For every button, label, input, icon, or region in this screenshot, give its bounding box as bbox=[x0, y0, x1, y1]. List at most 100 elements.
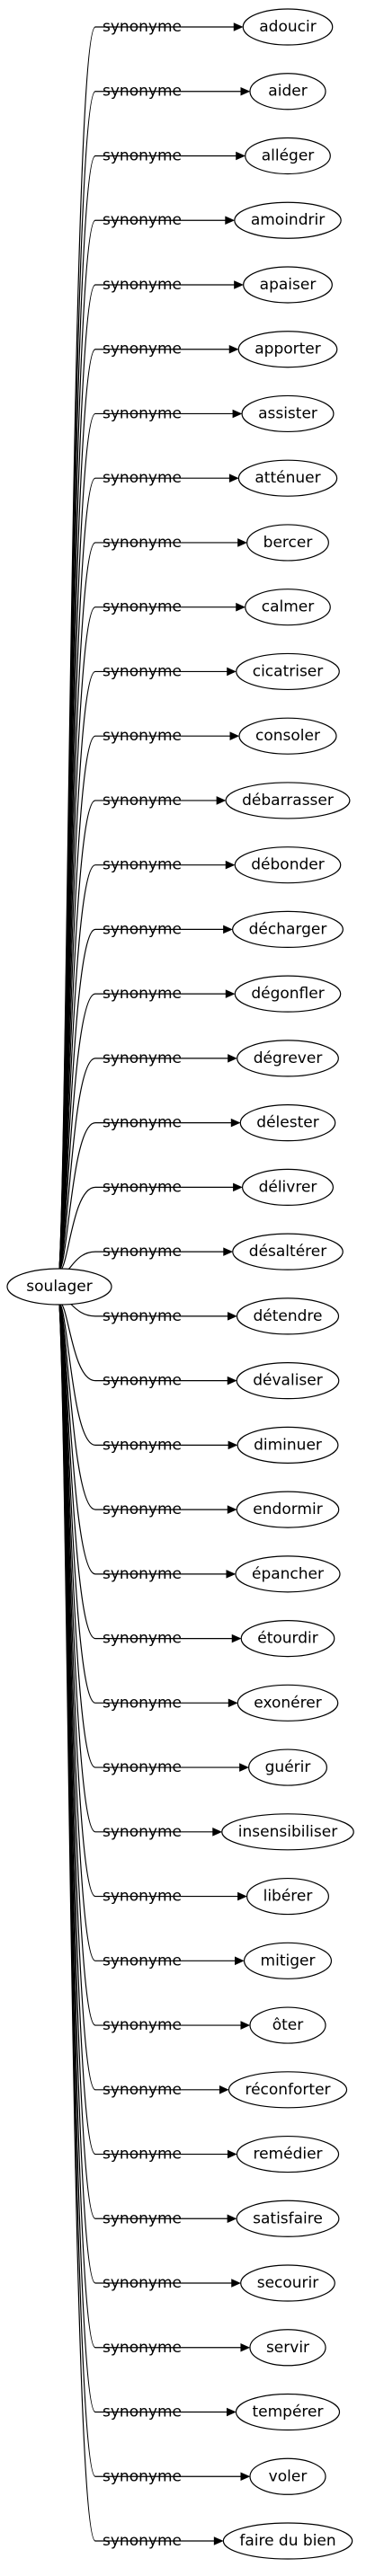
edge-24 bbox=[58, 1302, 227, 1575]
edge-label-11: synonyme bbox=[103, 727, 182, 745]
synonym-12-node[interactable]: débarrasser bbox=[225, 782, 351, 819]
synonym-28-node[interactable]: insensibiliser bbox=[221, 1813, 354, 1851]
edge-label-35: synonyme bbox=[103, 2274, 182, 2292]
synonym-8-ellipse bbox=[246, 524, 329, 562]
synonym-35-label: secourir bbox=[257, 2274, 319, 2292]
synonym-23-node[interactable]: endormir bbox=[236, 1491, 340, 1528]
synonym-9-label: calmer bbox=[262, 598, 315, 616]
synonym-26-ellipse bbox=[237, 1684, 339, 1722]
arrowhead-24 bbox=[226, 1570, 237, 1579]
edge-label-5: synonyme bbox=[103, 341, 182, 359]
synonym-2-node[interactable]: alléger bbox=[245, 137, 331, 175]
synonym-28-ellipse bbox=[221, 1813, 354, 1851]
edge-25 bbox=[58, 1302, 233, 1640]
synonym-38-node[interactable]: voler bbox=[249, 2457, 326, 2495]
arrowhead-20 bbox=[227, 1312, 237, 1321]
synonym-15-node[interactable]: dégonfler bbox=[234, 975, 342, 1013]
synonym-8-label: bercer bbox=[263, 534, 313, 552]
edge-label-36: synonyme bbox=[103, 2339, 182, 2357]
synonym-23-ellipse bbox=[236, 1491, 340, 1528]
synonym-11-node[interactable]: consoler bbox=[238, 717, 337, 755]
arrowhead-22 bbox=[228, 1440, 238, 1450]
synonym-18-node[interactable]: délivrer bbox=[241, 1168, 335, 1206]
synonym-31-ellipse bbox=[249, 2006, 326, 2044]
synonym-7-node[interactable]: atténuer bbox=[237, 459, 338, 497]
arrowhead-7 bbox=[228, 474, 239, 482]
synonym-30-node[interactable]: mitiger bbox=[243, 1942, 333, 1979]
synonym-29-label: libérer bbox=[263, 1888, 313, 1906]
synonym-13-node[interactable]: débonder bbox=[234, 846, 342, 884]
arrowhead-21 bbox=[227, 1376, 237, 1385]
synonym-12-ellipse bbox=[225, 782, 351, 819]
synonym-5-node[interactable]: apporter bbox=[237, 331, 338, 368]
synonym-30-label: mitiger bbox=[261, 1952, 316, 1970]
synonym-6-node[interactable]: assister bbox=[241, 394, 335, 433]
synonym-34-node[interactable]: satisfaire bbox=[236, 2200, 340, 2237]
synonym-31-node[interactable]: ôter bbox=[249, 2006, 326, 2044]
arrowhead-13 bbox=[225, 860, 236, 870]
synonym-14-label: décharger bbox=[249, 920, 327, 938]
synonym-16-node[interactable]: dégrever bbox=[237, 1040, 339, 1077]
synonym-24-node[interactable]: épancher bbox=[235, 1555, 341, 1593]
synonym-17-node[interactable]: délester bbox=[239, 1104, 336, 1142]
arrowhead-5 bbox=[228, 344, 239, 354]
synonym-25-node[interactable]: étourdir bbox=[240, 1619, 335, 1658]
edge-label-33: synonyme bbox=[103, 2146, 182, 2164]
center-node[interactable]: soulager bbox=[6, 1268, 112, 1306]
synonym-39-ellipse bbox=[222, 2522, 353, 2560]
arrowhead-38 bbox=[240, 2472, 251, 2482]
edge-8 bbox=[58, 542, 238, 1271]
synonym-16-ellipse bbox=[237, 1040, 339, 1077]
synonym-3-label: amoindrir bbox=[251, 211, 325, 229]
edge-label-9: synonyme bbox=[103, 598, 182, 616]
synonym-20-node[interactable]: détendre bbox=[236, 1297, 340, 1335]
synonym-4-node[interactable]: apaiser bbox=[243, 266, 333, 304]
synonym-9-ellipse bbox=[245, 589, 331, 626]
synonym-39-node[interactable]: faire du bien bbox=[222, 2522, 353, 2560]
synonym-1-node[interactable]: aider bbox=[249, 73, 326, 111]
synonym-32-label: réconforter bbox=[245, 2081, 330, 2099]
synonym-8-node[interactable]: bercer bbox=[246, 524, 329, 562]
arrowhead-9 bbox=[236, 602, 246, 612]
synonym-19-label: désaltérer bbox=[249, 1243, 326, 1261]
arrowhead-18 bbox=[233, 1182, 243, 1192]
synonym-0-node[interactable]: adoucir bbox=[242, 8, 334, 46]
synonym-39-label: faire du bien bbox=[239, 2532, 335, 2550]
edge-26 bbox=[58, 1302, 229, 1704]
edges-layer: synonyme synonyme synonyme synonyme synonyme… bbox=[58, 18, 251, 2550]
arrowhead-3 bbox=[225, 216, 236, 226]
synonym-35-node[interactable]: secourir bbox=[240, 2264, 335, 2302]
synonym-14-node[interactable]: décharger bbox=[232, 910, 344, 949]
synonym-1-label: aider bbox=[268, 83, 307, 101]
synonym-27-node[interactable]: guérir bbox=[248, 1748, 327, 1786]
arrowhead-11 bbox=[229, 731, 240, 740]
synonym-26-node[interactable]: exonérer bbox=[237, 1684, 339, 1722]
synonym-19-node[interactable]: désaltérer bbox=[232, 1233, 344, 1270]
synonym-22-node[interactable]: diminuer bbox=[237, 1426, 339, 1464]
arrowhead-17 bbox=[230, 1118, 241, 1128]
edge-label-8: synonyme bbox=[103, 534, 182, 552]
synonym-29-node[interactable]: libérer bbox=[246, 1877, 329, 1916]
synonym-32-ellipse bbox=[228, 2071, 348, 2109]
arrowhead-34 bbox=[227, 2214, 237, 2224]
arrowhead-6 bbox=[232, 409, 243, 419]
arrowhead-36 bbox=[240, 2342, 251, 2352]
synonym-3-node[interactable]: amoindrir bbox=[234, 201, 342, 239]
synonym-4-label: apaiser bbox=[260, 276, 317, 294]
arrowhead-28 bbox=[212, 1828, 223, 1837]
synonym-10-node[interactable]: cicatriser bbox=[236, 652, 340, 691]
synonym-36-node[interactable]: servir bbox=[249, 2329, 326, 2367]
synonym-37-node[interactable]: tempérer bbox=[235, 2393, 341, 2431]
synonym-32-node[interactable]: réconforter bbox=[228, 2071, 348, 2109]
synonym-21-node[interactable]: dévaliser bbox=[236, 1362, 340, 1400]
synonym-14-ellipse bbox=[232, 910, 344, 949]
synonym-33-node[interactable]: remédier bbox=[236, 2135, 340, 2173]
synonym-15-label: dégonfler bbox=[251, 985, 324, 1003]
synonym-27-ellipse bbox=[248, 1748, 327, 1786]
synonym-38-label: voler bbox=[269, 2467, 308, 2485]
edge-18 bbox=[58, 1186, 234, 1271]
edge-label-24: synonyme bbox=[103, 1565, 182, 1583]
synonym-9-node[interactable]: calmer bbox=[245, 589, 331, 626]
arrowhead-33 bbox=[227, 2149, 237, 2159]
